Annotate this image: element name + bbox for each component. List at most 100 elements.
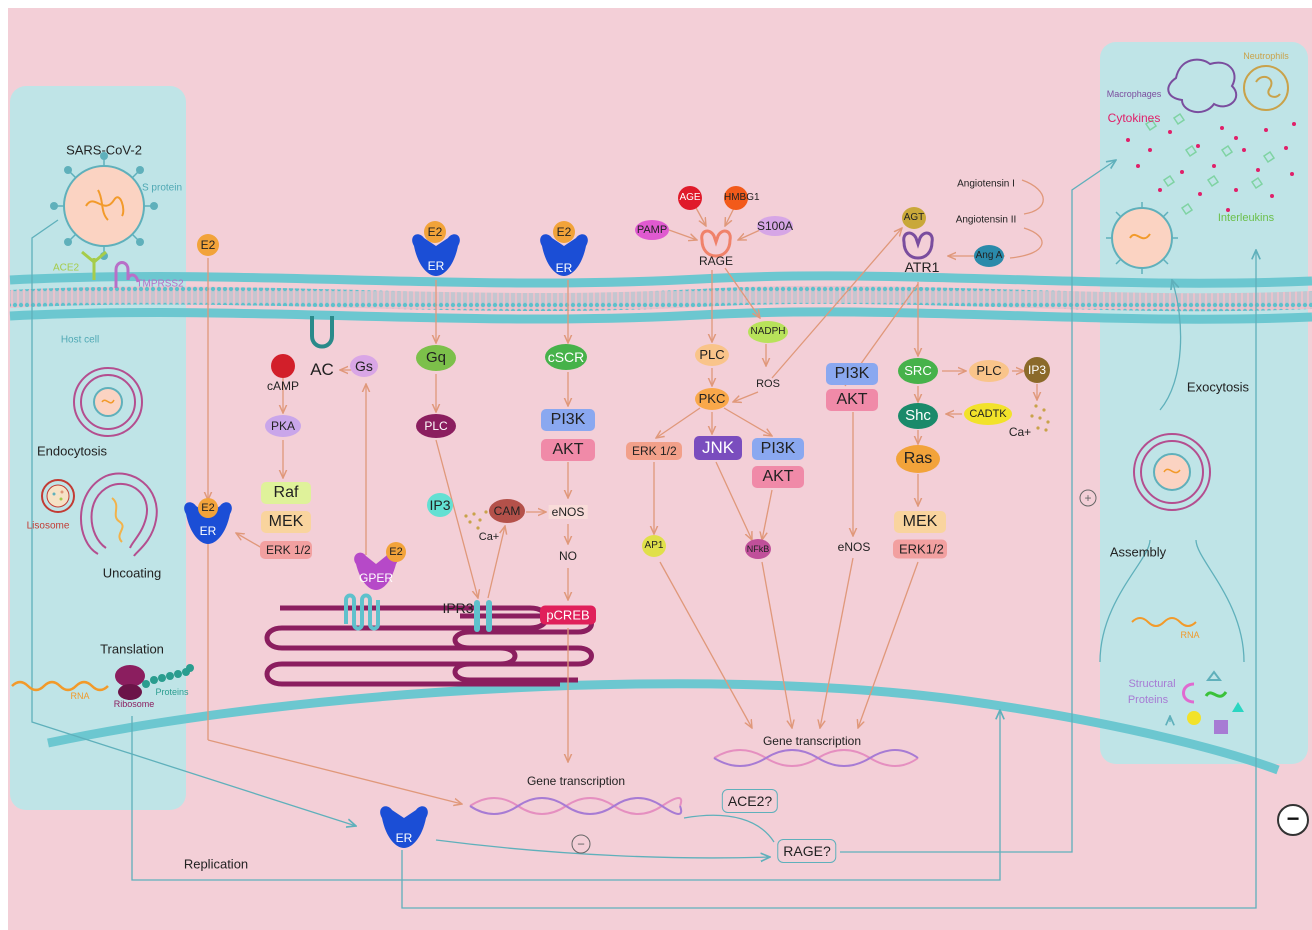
ip3-node-right: IP3 (1024, 357, 1050, 383)
plc-node-atr1: PLC (969, 360, 1009, 382)
rage-label: RAGE (698, 254, 734, 268)
released-virion-icon (1106, 202, 1178, 274)
nadph-node: NADPH (748, 321, 788, 343)
tmprss2-receptor-icon (114, 261, 140, 288)
tmprss2-label: TMPRSS2 (136, 278, 184, 290)
angiotensin-i-label: Angiotensin I (957, 178, 1015, 190)
negative-regulation-symbol (571, 834, 591, 854)
sars-cov-2-virion-icon (50, 152, 158, 260)
dna-helix-right-icon (713, 749, 919, 767)
structural-proteins-label: Proteins (1127, 694, 1169, 706)
lysosome-icon (41, 479, 75, 513)
angiotensin-ii-label: Angiotensin II (955, 214, 1017, 226)
right-extracellular-panel (1100, 42, 1308, 764)
age-node: AGE (678, 186, 702, 210)
cscr-node: cSCR (545, 344, 587, 370)
neutrophil-nucleus-icon (1255, 75, 1281, 98)
ace2-question-box: ACE2? (721, 789, 779, 813)
pi3k-node-left: PI3K (541, 409, 595, 431)
s100a-node: S100A (757, 216, 793, 236)
cam-node: CAM (489, 499, 525, 523)
gper-label: GPER (358, 571, 394, 585)
mek-node-left: MEK (261, 511, 311, 533)
s-protein-label: S protein (141, 182, 183, 194)
enos-label-left: eNOS (548, 505, 588, 519)
plc-node-gq: PLC (416, 414, 456, 438)
er-receptor-shapes (184, 234, 588, 848)
ros-label: ROS (756, 378, 780, 390)
lisosome-label: Lisosome (26, 520, 70, 532)
ribosome-icon (115, 665, 145, 700)
neutrophils-label: Neutrophils (1243, 51, 1289, 61)
ribosome-label: Ribosome (113, 699, 155, 709)
er-label-gq: ER (427, 259, 445, 273)
positive-regulation-symbol (1079, 489, 1097, 507)
e2-node-nuclear: E2 (198, 498, 218, 518)
plus-sign: + (1084, 491, 1092, 505)
proteins-label: Proteins (155, 687, 189, 697)
assembly-label: Assembly (1109, 544, 1167, 560)
pkc-node: PKC (695, 388, 729, 410)
rage-question-box: RAGE? (777, 839, 837, 863)
uncoating-label: Uncoating (102, 565, 162, 581)
camp-label: cAMP (266, 379, 300, 393)
minus-sign-center: − (577, 836, 585, 852)
atr1-receptor-icon (902, 231, 934, 260)
replication-label: Replication (183, 856, 249, 872)
signaling-arrows (208, 179, 1044, 804)
pi3k-node-rage: PI3K (752, 438, 804, 460)
neutrophil-cell-icon (1243, 65, 1289, 111)
cell-background (8, 8, 1312, 930)
er-label-cscr: ER (555, 261, 573, 275)
minus-sign-right: − (1286, 806, 1300, 831)
uncoating-vesicle-icon (80, 472, 158, 557)
assembly-vesicle-icon (1133, 433, 1211, 511)
pcreb-node: pCREB (540, 605, 596, 625)
gs-node: Gs (350, 355, 378, 377)
calcium-dots (464, 404, 1050, 530)
raf-node: Raf (261, 482, 311, 504)
ca-label-right: Ca+ (1008, 425, 1032, 439)
nfkb-node: NFkB (745, 539, 771, 559)
pi3k-node-atr1: PI3K (826, 363, 878, 385)
ipr3-label: IPR3 (442, 600, 474, 616)
rna-strand-icon (11, 680, 109, 692)
ang-a-node: Ang A (974, 245, 1004, 267)
macrophages-label: Macrophages (1106, 89, 1162, 99)
nuclear-envelope (47, 679, 1280, 775)
ap1-node: AP1 (642, 535, 666, 557)
cytokine-dots (1126, 122, 1296, 212)
endocytosis-vesicle-icon (73, 367, 143, 437)
negative-feedback-symbol (1277, 804, 1309, 836)
ras-node: Ras (896, 445, 940, 473)
interleukin-shapes (1144, 112, 1276, 216)
mek-node-right: MEK (894, 511, 946, 533)
plc-node-rage: PLC (695, 344, 729, 366)
assembly-rna-label: RNA (1180, 630, 1200, 640)
structural-label: Structural (1128, 678, 1176, 690)
src-node: SRC (898, 358, 938, 384)
ip3-node-left: IP3 (427, 493, 453, 517)
dna-helix-left-icon (469, 797, 683, 815)
endocytosis-label: Endocytosis (36, 443, 108, 459)
e2-node-cscr: E2 (553, 221, 575, 243)
erk-node-right: ERK1/2 (893, 539, 947, 559)
assembly-rna-icon (1131, 617, 1197, 627)
sars-cov-2-label: SARS-CoV-2 (66, 142, 142, 158)
erk-node-rage: ERK 1/2 (626, 442, 682, 460)
no-label: NO (559, 549, 577, 563)
structural-protein-shapes (1182, 670, 1244, 734)
translation-label: Translation (100, 641, 164, 657)
ace2-receptor-icon (81, 250, 107, 280)
camp-molecule-icon (271, 354, 295, 378)
akt-node-atr1: AKT (826, 389, 878, 411)
e2-node-left: E2 (197, 234, 219, 256)
exocytosis-label: Exocytosis (1186, 379, 1250, 395)
gq-node: Gq (416, 345, 456, 371)
erk-node-left: ERK 1/2 (260, 541, 312, 559)
cytokines-label: Cytokines (1107, 111, 1161, 125)
endoplasmic-reticulum-right (452, 613, 594, 683)
cell-membrane (9, 271, 1312, 324)
